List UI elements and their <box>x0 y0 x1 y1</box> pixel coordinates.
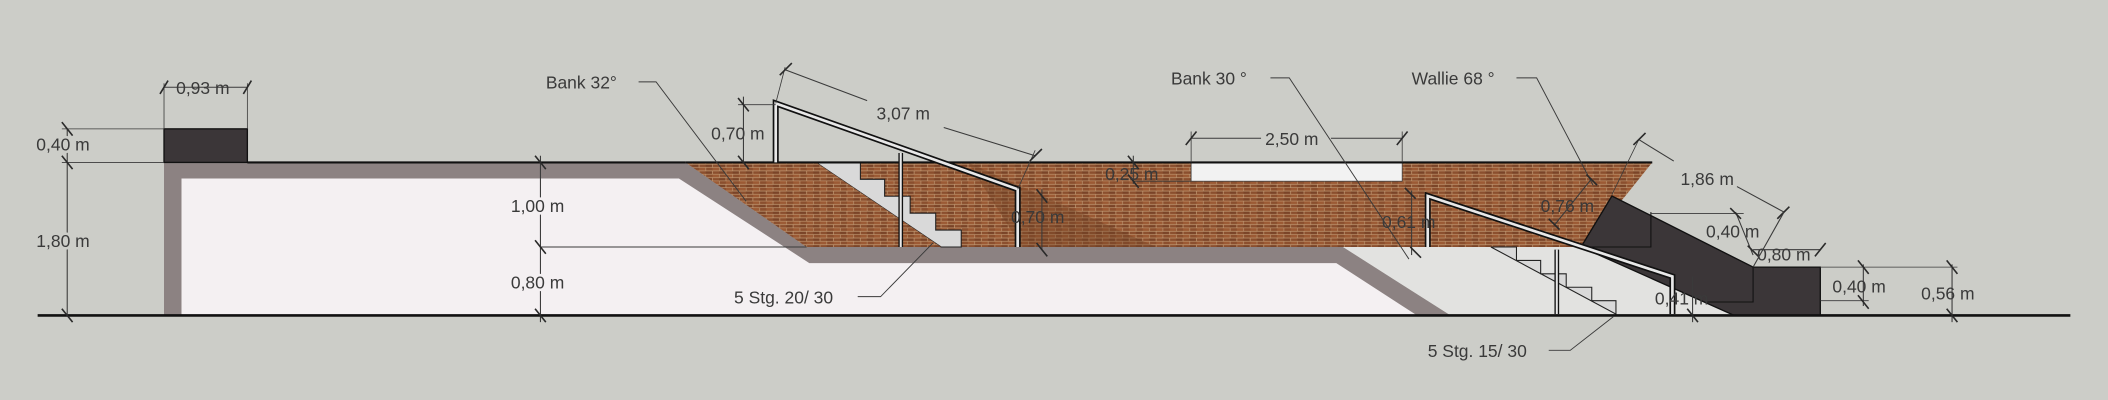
dimensions: 0,93 m 0,40 m 1,80 m 1,00 m 0,80 m Bank … <box>34 62 1975 361</box>
stairs-20-30 <box>814 161 962 248</box>
left-structure <box>163 128 1451 316</box>
dim-wallie-length: 1,86 m <box>1680 169 1733 189</box>
dim-upper-height: 1,00 m <box>511 196 564 216</box>
dim-rail2-end: 0,41 m <box>1655 289 1708 309</box>
dim-rail1-length: 3,07 m <box>877 103 930 123</box>
brick-area <box>685 161 1653 248</box>
dim-block-width: 0,93 m <box>176 78 229 98</box>
dim-wallie-offset: 0,40 m <box>1706 222 1759 242</box>
dim-lower-height: 0,80 m <box>511 273 564 293</box>
dim-total-height: 1,80 m <box>36 231 89 251</box>
dim-wallie-height: 0,76 m <box>1541 196 1594 216</box>
label-bank-30: Bank 30 ° <box>1171 69 1247 89</box>
dim-box-width: 2,50 m <box>1265 129 1318 149</box>
stairs-15-30 <box>1490 246 1617 315</box>
dim-block-height: 0,40 m <box>36 134 89 154</box>
railing-2 <box>1424 191 1676 315</box>
label-wallie-68: Wallie 68 ° <box>1412 69 1495 89</box>
label-stairs-15-30: 5 Stg. 15/ 30 <box>1428 341 1527 361</box>
railing-1 <box>772 99 1021 247</box>
dim-rail1-post: 0,70 m <box>1011 207 1064 227</box>
box <box>1190 162 1403 182</box>
dim-rail2-height: 0,61 m <box>1382 212 1435 232</box>
interior <box>181 178 1417 316</box>
dim-end-block-height: 0,40 m <box>1832 277 1885 297</box>
dim-wallie-step: 0,80 m <box>1757 244 1810 264</box>
top-block <box>163 128 249 164</box>
label-bank-32: Bank 32° <box>546 73 617 93</box>
dim-rail1-height: 0,70 m <box>711 124 764 144</box>
dim-box-height: 0,25 m <box>1105 164 1158 184</box>
label-stairs-20-30: 5 Stg. 20/ 30 <box>734 287 833 307</box>
dim-end-total-height: 0,56 m <box>1921 283 1974 303</box>
